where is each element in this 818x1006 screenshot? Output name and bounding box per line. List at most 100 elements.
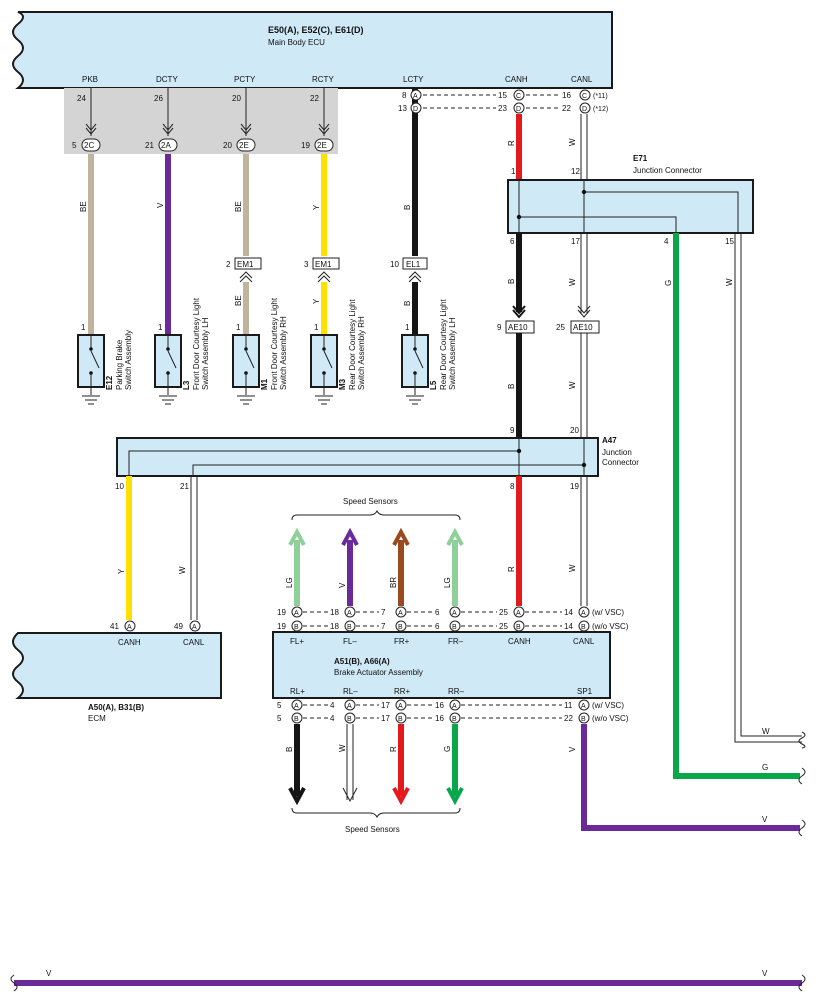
lcty-row2-note: (*12) bbox=[593, 106, 608, 113]
top-connector-pcty-tag: 2E bbox=[239, 141, 249, 150]
switch-id: L5 bbox=[429, 380, 438, 390]
lcty-row1-pin3: 16 bbox=[562, 91, 571, 100]
switch-id: M3 bbox=[338, 378, 347, 390]
top-connector-rcty: 2E 19 bbox=[301, 123, 334, 152]
conn-letter: A bbox=[347, 703, 352, 710]
speed-wire-color: W bbox=[338, 744, 347, 752]
top-connector-rcty-pin: 19 bbox=[301, 141, 310, 150]
conn-pin: 18 bbox=[330, 608, 339, 617]
g-out-color: G bbox=[664, 280, 673, 286]
switch-name: Rear Door Courtesy Light bbox=[439, 299, 448, 390]
brake-top-label: FR– bbox=[448, 637, 464, 646]
switch-pin-label: 1 bbox=[81, 323, 86, 332]
speed-wire-color: R bbox=[389, 746, 398, 752]
brake-bottom-label: SP1 bbox=[577, 687, 593, 696]
conn-pin: 7 bbox=[381, 608, 386, 617]
brake-top-label: FL– bbox=[343, 637, 357, 646]
ae10-canh-tag: AE10 bbox=[508, 323, 528, 332]
can-mid-wires: B W AE10 9 AE10 25 B W G W bbox=[497, 233, 802, 779]
conn-letter: B bbox=[452, 716, 457, 723]
brake-top-label: FR+ bbox=[394, 637, 410, 646]
ecm-canl-label: CANL bbox=[183, 638, 205, 647]
brake-bottom-label: RR– bbox=[448, 687, 465, 696]
conn-pin: 16 bbox=[435, 714, 444, 723]
e71-pin-6: 6 bbox=[510, 237, 515, 246]
em1-rcty-pin: 3 bbox=[304, 260, 309, 269]
inline-connector-em1-pcty: EM1 2 bbox=[226, 257, 262, 283]
main-body-ecu: E50(A), E52(C), E61(D) Main Body ECU PKB… bbox=[12, 11, 613, 89]
switch-pin-label: 1 bbox=[236, 323, 241, 332]
e71-junction-connector: E71 Junction Connector 1 12 6 17 4 15 bbox=[507, 154, 754, 246]
lcty-wire-color: B bbox=[403, 205, 412, 210]
canl-mid-color-2: W bbox=[568, 381, 577, 389]
conn-pin: 25 bbox=[499, 608, 508, 617]
lcty-row1-conn2: C bbox=[516, 93, 521, 100]
conn-letter: B bbox=[294, 624, 299, 631]
switch-name2: Switch Assembly LH bbox=[448, 317, 457, 390]
a47-canh-color: R bbox=[507, 566, 516, 572]
em1-pcty-tag: EM1 bbox=[237, 260, 254, 269]
conn-pin: 14 bbox=[564, 622, 573, 631]
brake-actuator-box: A51(B), A66(A) Brake Actuator Assembly bbox=[272, 631, 611, 699]
ecu-title: E50(A), E52(C), E61(D) bbox=[268, 25, 364, 35]
top-connector-pkb-tag: 2C bbox=[84, 141, 94, 150]
speed-wire-color: V bbox=[338, 582, 347, 588]
conn-letter: B bbox=[581, 716, 586, 723]
lcty-row2-conn: D bbox=[413, 106, 418, 113]
conn-pin: 16 bbox=[435, 701, 444, 710]
conn-pin: 19 bbox=[277, 608, 286, 617]
top-connector-rcty-tag: 2E bbox=[317, 141, 327, 150]
conn-letter: A bbox=[452, 610, 457, 617]
ecm-box: A 41 A 49 CANH CANL A50(A), B31(B) ECM bbox=[12, 620, 222, 723]
bottom-v-wire: V V bbox=[10, 969, 806, 992]
switch-pin-label: 1 bbox=[314, 323, 319, 332]
ecm-canl-conn: A bbox=[192, 624, 197, 631]
lcty-circuit: B B EL1 10 bbox=[390, 88, 428, 334]
a47-name2: Connector bbox=[602, 458, 639, 467]
can-top-wires: R W bbox=[507, 114, 588, 180]
conn-letter: A bbox=[398, 703, 403, 710]
right-wire-g: G bbox=[762, 763, 768, 772]
ecm-canh-pin: 41 bbox=[110, 622, 119, 631]
e71-pin-4: 4 bbox=[664, 237, 669, 246]
top-connector-dcty-pin: 21 bbox=[145, 141, 154, 150]
bottom-wire-left: V bbox=[46, 969, 52, 978]
conn-pin: 11 bbox=[564, 701, 573, 710]
switch-pin-label: 1 bbox=[158, 323, 163, 332]
rcty-wire-color-2: Y bbox=[312, 298, 321, 304]
a47-name: Junction bbox=[602, 448, 632, 457]
lcty-row2-pin3: 22 bbox=[562, 104, 571, 113]
a47-canl-color: W bbox=[568, 564, 577, 572]
a47-pin-8: 8 bbox=[510, 482, 515, 491]
conn-pin: 18 bbox=[330, 622, 339, 631]
brake-bottom-label: RL+ bbox=[290, 687, 305, 696]
top-connector-pkb-pin: 5 bbox=[72, 141, 77, 150]
top-connector-pcty-pin: 20 bbox=[223, 141, 232, 150]
ecu-pin-lcty: LCTY bbox=[403, 75, 424, 84]
switch-name2: Switch Assembly bbox=[124, 330, 133, 390]
ecu-pin-pcty: PCTY bbox=[234, 75, 256, 84]
pkb-wire-color: BE bbox=[79, 201, 88, 212]
conn-letter: B bbox=[398, 624, 403, 631]
right-wire-v: V bbox=[762, 815, 768, 824]
conn-note: (w/o VSC) bbox=[592, 714, 629, 723]
e71-pin-15: 15 bbox=[725, 237, 734, 246]
e71-id: E71 bbox=[633, 154, 648, 163]
inline-connector-em1-rcty: EM1 3 bbox=[304, 257, 340, 283]
ecu-pin-canh: CANH bbox=[505, 75, 528, 84]
brake-subtitle: Brake Actuator Assembly bbox=[334, 668, 423, 677]
el1-pin: 10 bbox=[390, 260, 399, 269]
canl-top-color: W bbox=[568, 138, 577, 146]
conn-note: (w/ VSC) bbox=[592, 608, 624, 617]
conn-pin: 5 bbox=[277, 701, 282, 710]
conn-pin: 6 bbox=[435, 608, 440, 617]
pcty-wire-color-2: BE bbox=[234, 295, 243, 306]
